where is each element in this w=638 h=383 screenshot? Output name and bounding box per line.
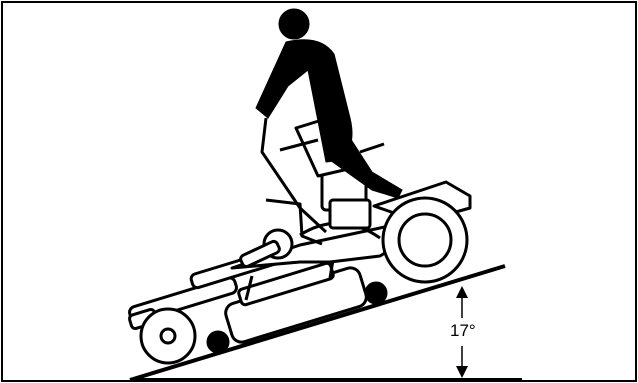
deck-wheel-rear	[366, 283, 386, 303]
angle-indicator: 17°	[450, 286, 476, 378]
arrow-up	[456, 286, 468, 298]
rear-wheel-hub	[399, 214, 451, 266]
riding-mower	[128, 118, 470, 363]
operator-head	[279, 9, 309, 39]
arrow-down	[456, 366, 468, 378]
caster-hub	[161, 329, 175, 343]
angle-label: 17°	[450, 321, 476, 340]
deck-wheel-front	[208, 332, 228, 352]
